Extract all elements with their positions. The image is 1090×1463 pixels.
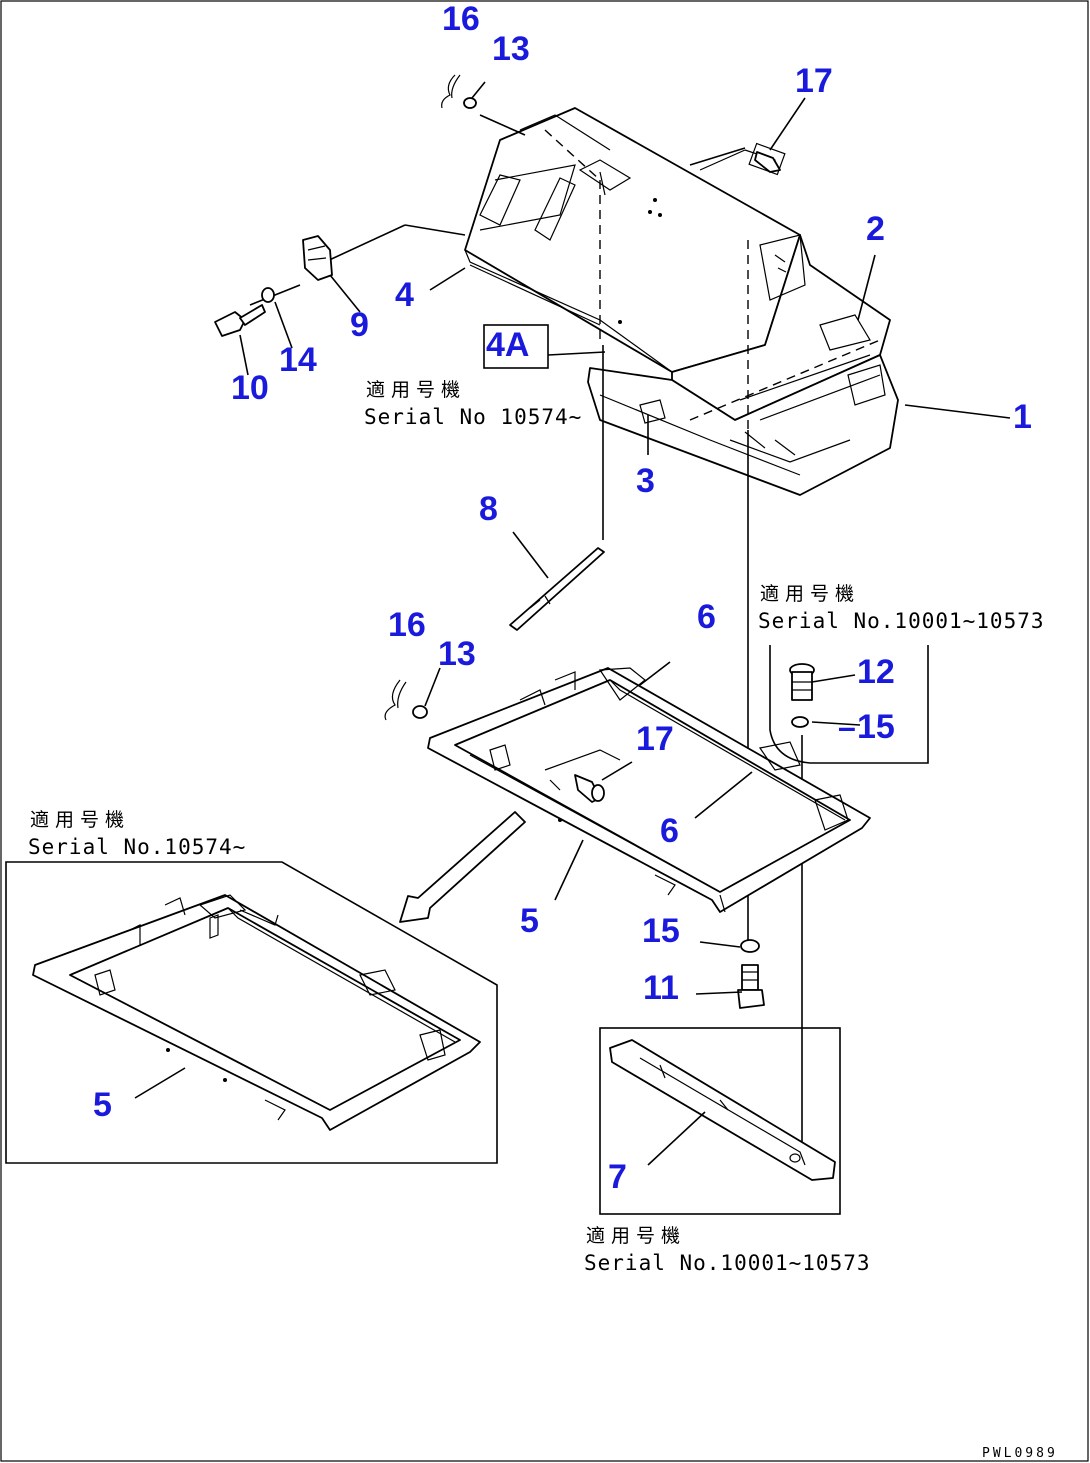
callout-13-frame[interactable]: 13 bbox=[438, 635, 476, 673]
callout-11[interactable]: 11 bbox=[643, 969, 679, 1007]
callout-4a[interactable]: 4A bbox=[486, 326, 529, 364]
note-applicable-right: 適用号機 bbox=[760, 583, 860, 605]
callout-6-top[interactable]: 6 bbox=[697, 598, 716, 636]
callout-4a-box bbox=[483, 324, 549, 369]
dash-15: – bbox=[838, 709, 856, 745]
frame-assembly bbox=[427, 667, 871, 913]
bolt-10 bbox=[214, 304, 266, 337]
note-applicable-left: 適用号機 bbox=[30, 809, 130, 831]
inset-rail-box bbox=[599, 1027, 841, 1215]
callout-9[interactable]: 9 bbox=[350, 306, 369, 344]
note-serial-top: Serial No 10574~ bbox=[364, 405, 582, 429]
callout-5-inset[interactable]: 5 bbox=[93, 1086, 112, 1124]
drawing-code: PWL0989 bbox=[982, 1446, 1058, 1461]
inset-frame-box bbox=[5, 861, 498, 1164]
washer-13-top bbox=[463, 97, 477, 109]
callout-16-frame[interactable]: 16 bbox=[388, 606, 426, 644]
cover-assembly bbox=[464, 107, 899, 496]
callout-7[interactable]: 7 bbox=[608, 1158, 627, 1196]
callout-16-top[interactable]: 16 bbox=[442, 0, 480, 38]
callout-12[interactable]: 12 bbox=[857, 653, 895, 691]
note-applicable-top: 適用号機 bbox=[366, 379, 466, 401]
note-serial-left: Serial No.10574~ bbox=[28, 835, 246, 859]
pin-17-top bbox=[754, 151, 781, 173]
bracket-serial-right bbox=[769, 645, 929, 764]
assembly-line bbox=[689, 339, 881, 421]
washer-15-bottom bbox=[740, 939, 760, 953]
callout-4[interactable]: 4 bbox=[395, 276, 414, 314]
wire-16-frame bbox=[384, 679, 407, 721]
callout-13-top[interactable]: 13 bbox=[492, 30, 530, 68]
callout-15-right[interactable]: 15 bbox=[857, 708, 895, 746]
callout-5[interactable]: 5 bbox=[520, 902, 539, 940]
note-serial-bottom: Serial No.10001~10573 bbox=[584, 1251, 871, 1275]
callout-14[interactable]: 14 bbox=[279, 341, 317, 379]
inset-frame bbox=[32, 894, 481, 1131]
washer-13-frame bbox=[412, 705, 428, 719]
bolt-12 bbox=[789, 663, 815, 701]
washer-15-right bbox=[791, 716, 809, 728]
callout-17-top[interactable]: 17 bbox=[795, 62, 833, 100]
rail-7 bbox=[609, 1039, 836, 1181]
callout-6-bottom[interactable]: 6 bbox=[660, 812, 679, 850]
callout-17-frame[interactable]: 17 bbox=[636, 720, 674, 758]
note-serial-right: Serial No.10001~10573 bbox=[758, 609, 1045, 633]
leader-lines bbox=[134, 81, 1011, 1166]
rod-8 bbox=[509, 547, 605, 631]
callout-15-bottom[interactable]: 15 bbox=[642, 912, 680, 950]
pin-17-frame bbox=[574, 774, 605, 803]
bolt-11 bbox=[737, 964, 765, 1009]
direction-arrow bbox=[399, 811, 526, 923]
wire-16-top bbox=[441, 74, 461, 109]
callout-8[interactable]: 8 bbox=[479, 490, 498, 528]
callout-1[interactable]: 1 bbox=[1013, 398, 1032, 436]
note-applicable-bottom: 適用号機 bbox=[586, 1225, 686, 1247]
latch-bracket-9 bbox=[302, 235, 333, 281]
callout-2[interactable]: 2 bbox=[866, 210, 885, 248]
callout-10[interactable]: 10 bbox=[231, 369, 269, 407]
washer-14 bbox=[261, 287, 275, 303]
assembly-line bbox=[544, 129, 601, 181]
callout-3[interactable]: 3 bbox=[636, 462, 655, 500]
